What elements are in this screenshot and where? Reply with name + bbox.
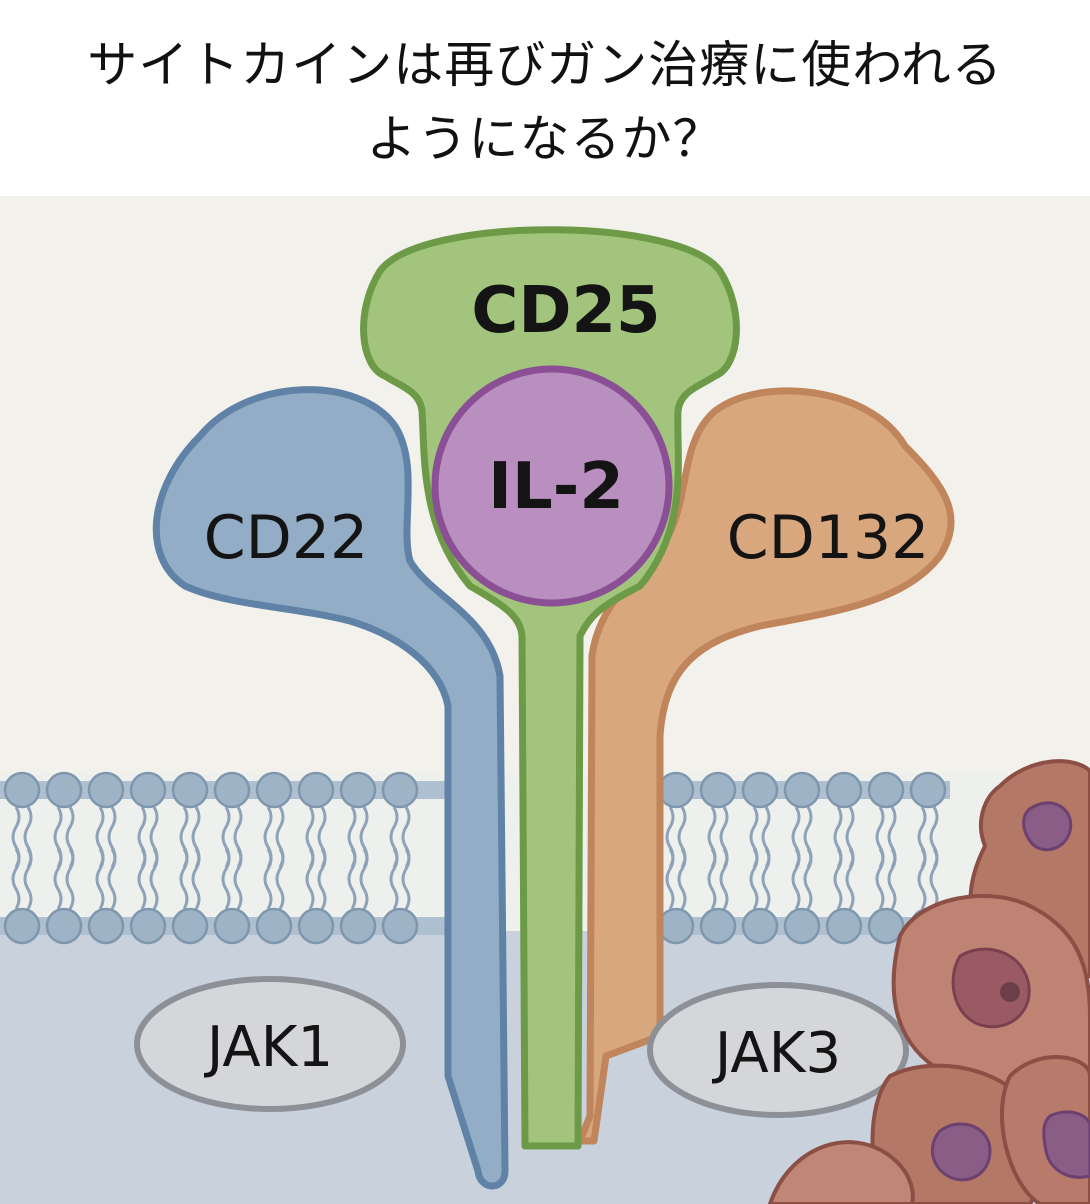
lipid-head	[783, 771, 821, 809]
jak3-kinase	[647, 982, 909, 1118]
lipid-tail	[53, 848, 63, 910]
cd132-receptor	[576, 387, 955, 1145]
lipid-tail	[833, 848, 843, 910]
lipid-head	[255, 771, 293, 809]
lipid-head	[171, 771, 209, 809]
lipid-tail	[887, 848, 897, 910]
lipid-head	[867, 907, 905, 945]
il2-ligand	[431, 365, 673, 607]
jak3-label: JAK3	[712, 1021, 841, 1086]
lipid-tail	[707, 848, 717, 910]
lipid-head	[87, 907, 125, 945]
lipid-head	[87, 771, 125, 809]
lipid-head	[255, 907, 293, 945]
lipid-tail	[305, 848, 315, 910]
lipid-tail	[191, 848, 201, 910]
lipid-head	[213, 907, 251, 945]
lipid-tail	[845, 848, 855, 910]
lipid-tail	[665, 848, 675, 910]
lipid-tail	[401, 848, 411, 910]
lipid-head	[45, 907, 83, 945]
figure-title: サイトカインは再びガン治療に使われる ようになるか？	[0, 28, 1090, 176]
lipid-tail	[149, 848, 159, 910]
lipid-head	[825, 907, 863, 945]
jak1-label: JAK1	[204, 1015, 333, 1080]
lipid-head	[45, 771, 83, 809]
lipid-head	[699, 907, 737, 945]
lipid-head	[213, 771, 251, 809]
lipid-tail	[95, 848, 105, 910]
title-line-2: ようになるか？	[366, 110, 724, 168]
lipid-head	[129, 771, 167, 809]
lipid-tail	[221, 848, 231, 910]
lipid-head	[381, 771, 419, 809]
lipid-head	[129, 907, 167, 945]
lipid-tail	[389, 848, 399, 910]
lipid-tail	[929, 848, 939, 910]
lipid-tail	[11, 848, 21, 910]
lipid-head	[741, 907, 779, 945]
il2-label: IL-2	[488, 450, 624, 524]
lipid-head	[297, 771, 335, 809]
lipid-tail	[65, 848, 75, 910]
lipid-head	[297, 907, 335, 945]
lipid-head	[657, 771, 695, 809]
lipid-tail	[749, 848, 759, 910]
cd22-receptor	[152, 386, 509, 1190]
lipid-head	[339, 907, 377, 945]
lipid-head	[381, 907, 419, 945]
lipid-tail	[179, 848, 189, 910]
lipid-tail	[677, 848, 687, 910]
cd22-label: CD22	[204, 503, 368, 573]
lipid-tail	[275, 848, 285, 910]
tumor-cell-cluster	[767, 759, 1090, 1204]
lipid-tail	[317, 848, 327, 910]
title-line-1: サイトカインは再びガン治療に使われる	[87, 36, 1003, 94]
lipid-tail	[875, 848, 885, 910]
lipid-tail	[23, 848, 33, 910]
lipid-head	[3, 907, 41, 945]
lipid-head	[867, 771, 905, 809]
lipid-tail	[917, 848, 927, 910]
lipid-tail	[803, 848, 813, 910]
lipid-tail	[359, 848, 369, 910]
lipid-head	[783, 907, 821, 945]
lipid-head	[3, 771, 41, 809]
lipid-head	[657, 907, 695, 945]
cd25-label: CD25	[471, 274, 660, 348]
lipid-tail	[107, 848, 117, 910]
lipid-tail	[719, 848, 729, 910]
lipid-tail	[263, 848, 273, 910]
lipid-head	[741, 771, 779, 809]
lipid-tail	[137, 848, 147, 910]
lipid-tail	[233, 848, 243, 910]
cell-membrane-bilayer	[0, 771, 950, 945]
lipid-head	[909, 771, 947, 809]
lipid-tail	[347, 848, 357, 910]
jak1-kinase	[134, 976, 406, 1112]
lipid-tail	[761, 848, 771, 910]
lipid-head	[825, 771, 863, 809]
lipid-tail	[791, 848, 801, 910]
lipid-head	[171, 907, 209, 945]
il2-receptor-diagram: CD25 IL-2 CD22 CD132 JAK1 JAK3	[0, 196, 1090, 1204]
lipid-head	[699, 771, 737, 809]
lipid-head	[339, 771, 377, 809]
cd132-label: CD132	[727, 503, 930, 573]
